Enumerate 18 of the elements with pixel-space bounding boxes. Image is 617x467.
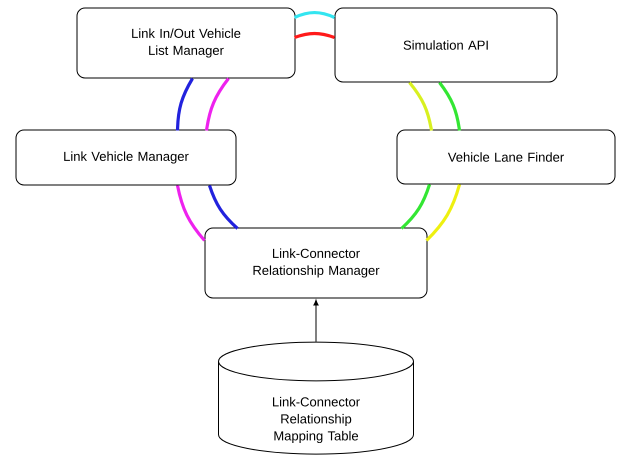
connector-arc xyxy=(208,184,239,230)
connector-arc xyxy=(408,82,434,131)
process-box: Link In/Out Vehicle List Manager xyxy=(76,8,296,78)
connector-arc xyxy=(438,82,462,131)
connector-arc xyxy=(425,184,462,242)
process-box: Simulation API xyxy=(334,8,558,82)
arrow xyxy=(313,300,319,342)
connector-arc xyxy=(204,78,230,131)
process-box: Vehicle Lane Finder xyxy=(396,130,616,184)
connector-arc xyxy=(176,78,194,131)
connector-arc xyxy=(400,184,432,230)
connector-arc xyxy=(176,185,206,242)
node-label: Link-Connector Relationship Mapping Table xyxy=(273,396,360,444)
process-box: Link Vehicle Manager xyxy=(16,130,236,186)
connector-arc xyxy=(294,32,336,40)
database-cylinder xyxy=(218,342,414,455)
connector-arc xyxy=(294,10,336,19)
process-box: Link-Connector Relationship Manager xyxy=(204,228,428,298)
